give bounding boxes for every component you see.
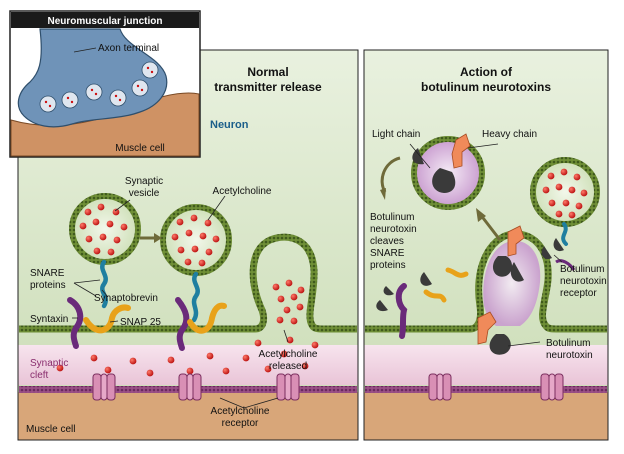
ach-receptor-label-line2: receptor — [222, 418, 259, 429]
toxin-receptor-label-line3: receptor — [560, 288, 597, 299]
right-panel-title-line1: Action of — [460, 65, 513, 79]
right-synaptic-cleft-area — [364, 345, 608, 385]
synaptic-vesicle-docking — [160, 204, 232, 276]
right-muscle-area — [364, 392, 608, 440]
inset-vesicle-contents — [44, 66, 154, 108]
inset-title-bar — [11, 12, 199, 28]
synaptic-cleft-label-line2: cleft — [30, 370, 49, 381]
right-panel: Action of botulinum neurotoxins Light ch… — [363, 49, 609, 441]
toxin-cleaves-label-line3: cleaves — [370, 236, 404, 247]
toxin-vesicle — [411, 133, 485, 210]
inset-axon-terminal-label: Axon terminal — [98, 43, 159, 54]
acetylcholine-released — [56, 336, 319, 377]
presynaptic-membrane — [19, 233, 357, 333]
snap25-label: SNAP 25 — [120, 317, 161, 328]
synaptobrevin-label: Synaptobrevin — [94, 293, 158, 304]
snap25-protein — [83, 304, 131, 334]
cleaved-snare-fragments — [376, 267, 469, 339]
left-panel-title-line2: transmitter release — [214, 80, 322, 94]
ach-released-label-line2: released — [269, 361, 307, 372]
synaptic-vesicle-right — [530, 157, 600, 246]
toxin-label-line1: Botulinum — [546, 338, 590, 349]
light-chain-label: Light chain — [372, 129, 420, 140]
right-muscle-membrane — [365, 386, 607, 393]
toxin-receptor-label-line2: neurotoxin — [560, 276, 607, 287]
ach-receptor-label-line1: Acetylcholine — [211, 406, 270, 417]
toxin-label-line2: neurotoxin — [546, 350, 593, 361]
inset-muscle-cell-label: Muscle cell — [115, 143, 164, 154]
right-panel-title-line2: botulinum neurotoxins — [421, 80, 551, 94]
heavy-chain-label: Heavy chain — [482, 129, 537, 140]
muscle-cell-label: Muscle cell — [26, 424, 75, 435]
acetylcholine-label: Acetylcholine — [213, 186, 272, 197]
toxin-cleaves-label-line1: Botulinum — [370, 212, 414, 223]
inset-title: Neuromuscular junction — [47, 16, 162, 27]
syntaxin-protein — [67, 297, 84, 349]
snare-proteins-label-line1: SNARE — [30, 268, 65, 279]
toxins-in-pocket — [492, 225, 525, 282]
neuron-label: Neuron — [210, 119, 249, 131]
acetylcholine-receptor — [92, 373, 300, 401]
acetylcholine-receptor-right — [428, 373, 564, 401]
free-toxin — [477, 311, 511, 355]
inset-vesicles — [39, 61, 159, 113]
toxin-cleaves-label-line2: neurotoxin — [370, 224, 417, 235]
light-chain-icon — [432, 168, 456, 193]
toxin-receptor-complex — [541, 238, 576, 271]
right-presynaptic-membrane — [365, 230, 607, 333]
synaptic-cleft-label-line1: Synaptic — [30, 358, 68, 369]
acetylcholine-fusing — [272, 279, 305, 325]
synaptic-vesicle-label-line2: vesicle — [129, 188, 160, 199]
synaptic-vesicle — [69, 193, 141, 265]
light-chain-escaping-icon — [412, 148, 424, 165]
synaptic-vesicle-label-line1: Synaptic — [125, 176, 163, 187]
right-leader-lines — [409, 143, 563, 347]
synaptobrevin-protein — [100, 259, 108, 309]
snare-proteins-label-line2: proteins — [30, 280, 66, 291]
left-panel-title-line1: Normal — [247, 65, 288, 79]
ach-released-label-line1: Acetylcholine — [259, 349, 318, 360]
snare-complex-docked — [175, 271, 227, 351]
syntaxin-label: Syntaxin — [30, 314, 68, 325]
toxin-cleaves-label-line4: SNARE — [370, 248, 405, 259]
toxin-cleaves-label-line5: proteins — [370, 260, 406, 271]
heavy-chain-icon — [451, 133, 471, 169]
toxin-receptor-label-line1: Botulinum — [560, 264, 604, 275]
process-arrows — [380, 156, 502, 241]
snare-complex — [67, 259, 131, 349]
inset-neuromuscular-junction: Neuromuscular junction Axon terminal Mus… — [9, 10, 201, 158]
leader-lines — [72, 195, 289, 409]
